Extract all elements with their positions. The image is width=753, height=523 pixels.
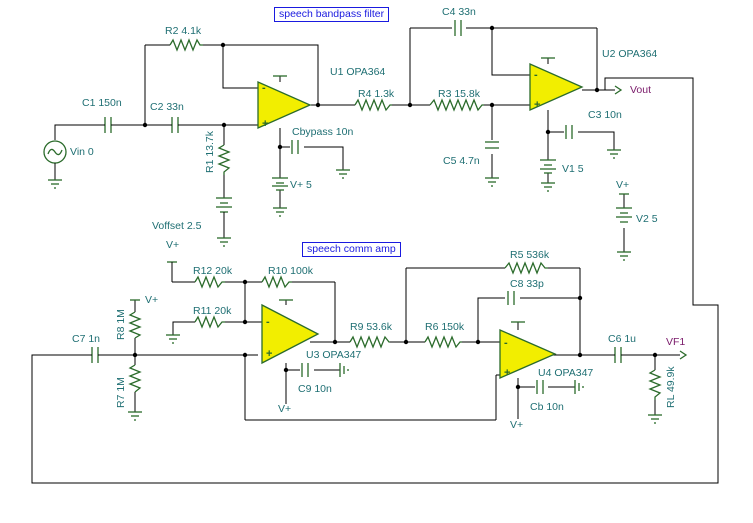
label-r6: R6 150k (425, 321, 465, 333)
label-r9: R9 53.6k (350, 321, 393, 333)
label-u1: U1 OPA364 (330, 66, 385, 78)
label-r1: R1 13.7k (204, 130, 216, 173)
label-c5: C5 4.7n (443, 155, 480, 167)
label-r5: R5 536k (510, 249, 550, 261)
label-vplus-c: V+ (145, 294, 158, 306)
opamp-u3: - + (261, 303, 320, 365)
title-bandpass-filter: speech bandpass filter (274, 7, 390, 22)
label-v2: V2 5 (636, 213, 658, 225)
label-vin: Vin 0 (70, 146, 94, 158)
title-comm-amp: speech comm amp (302, 242, 401, 257)
resistors (128, 38, 662, 400)
label-c8: C8 33p (510, 278, 544, 290)
label-c4: C4 33n (442, 6, 476, 18)
svg-text:-: - (266, 316, 270, 328)
vin-source (43, 140, 67, 189)
label-r7: R7 1M (115, 377, 127, 408)
label-r4: R4 1.3k (358, 88, 395, 100)
batteries (216, 159, 632, 238)
svg-text:+: + (534, 99, 540, 111)
label-c7: C7 1n (72, 333, 100, 345)
svg-text:-: - (504, 337, 508, 349)
label-r10: R10 100k (268, 265, 314, 277)
label-r8: R8 1M (115, 309, 127, 340)
label-vplus-b: V+ (166, 239, 179, 251)
terminals (130, 85, 688, 419)
label-r11: R11 20k (193, 305, 232, 317)
label-c1: C1 150n (82, 97, 122, 109)
label-c2: C2 33n (150, 101, 184, 113)
opamp-u2: - + (529, 63, 584, 111)
label-c9: C9 10n (298, 383, 332, 395)
label-vplus5: V+ 5 (290, 179, 312, 191)
svg-text:-: - (534, 69, 538, 81)
label-cbypass: Cbypass 10n (292, 126, 353, 138)
label-u3: U3 OPA347 (306, 349, 361, 361)
label-r12: R12 20k (193, 265, 233, 277)
label-c3: C3 10n (588, 109, 622, 121)
component-labels: Vin 0 C1 150n C2 33n R2 4.1k R1 13.7k U1… (70, 6, 685, 431)
grounds (128, 57, 662, 424)
label-u4: U4 OPA347 (538, 367, 593, 379)
svg-text:-: - (262, 82, 266, 94)
label-r3: R3 15.8k (438, 88, 481, 100)
wires (31, 27, 719, 484)
label-voffset: Voffset 2.5 (152, 220, 202, 232)
svg-text:+: + (266, 348, 272, 360)
label-vplus-e: V+ (510, 419, 523, 431)
label-u2: U2 OPA364 (602, 48, 657, 60)
opamp-u4: - + (499, 329, 557, 379)
label-v1: V1 5 (562, 163, 584, 175)
label-vout: Vout (630, 84, 651, 96)
label-r2: R2 4.1k (165, 25, 202, 37)
label-c6: C6 1u (608, 333, 636, 345)
label-rl: RL 49.9k (665, 366, 677, 408)
label-vplus-d: V+ (278, 403, 291, 415)
svg-text:+: + (262, 118, 268, 130)
label-vf1: VF1 (666, 336, 685, 348)
svg-text:+: + (504, 367, 510, 379)
capacitors (82, 20, 632, 394)
label-cb: Cb 10n (530, 401, 564, 413)
junction-dots (132, 25, 658, 390)
opamp-u1: - + (257, 81, 312, 130)
label-vplus-a: V+ (616, 179, 629, 191)
